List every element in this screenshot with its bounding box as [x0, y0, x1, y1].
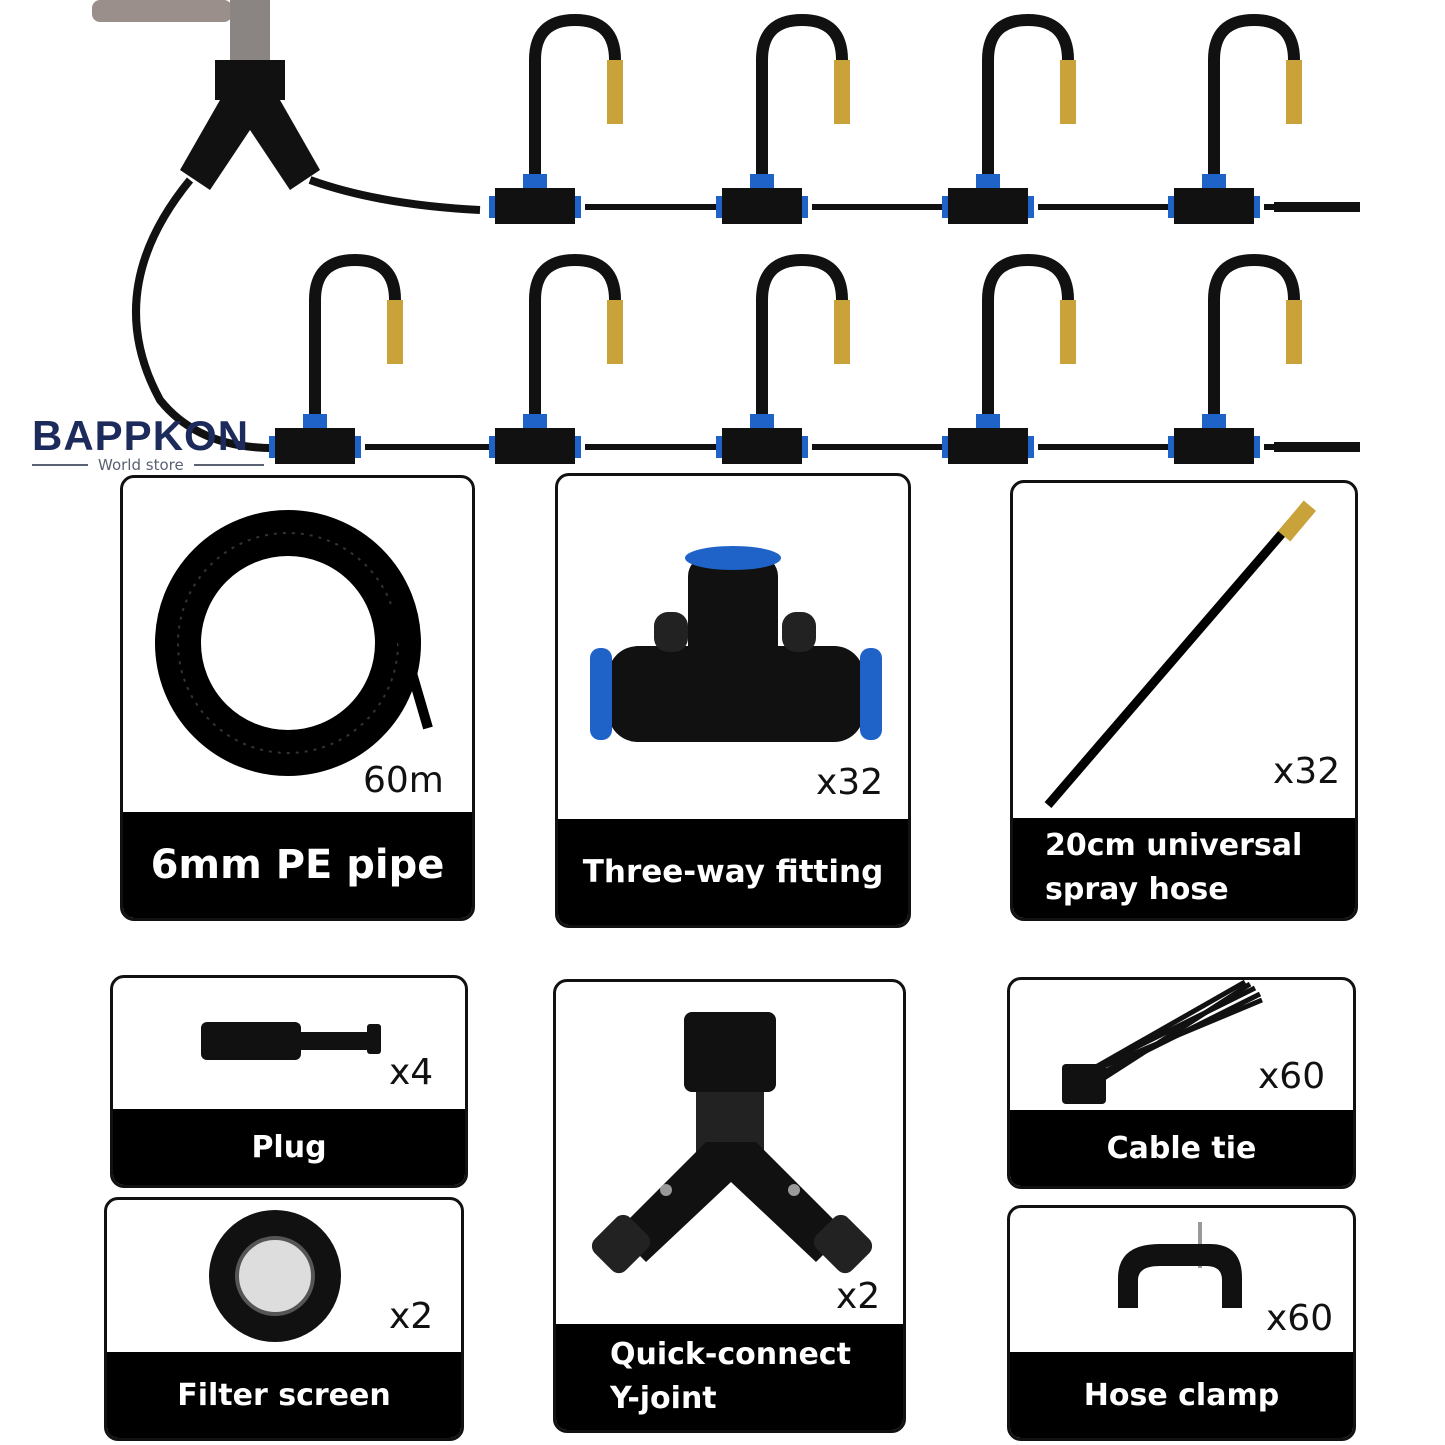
tee-fitting: [1174, 188, 1254, 224]
item-quantity: x4: [389, 1052, 434, 1093]
item-label: Hose clamp: [1010, 1352, 1353, 1438]
plug-icon: [201, 1022, 381, 1060]
item-card-spray-hose: x32 20cm universal spray hose: [1010, 480, 1358, 921]
tee-fitting: [722, 428, 802, 464]
brass-nozzle: [1286, 300, 1302, 364]
brass-nozzle: [1060, 60, 1076, 124]
item-quantity: x32: [1273, 751, 1341, 792]
brass-nozzle: [1286, 60, 1302, 124]
misting-system-diagram: [92, 0, 1360, 464]
item-label: Filter screen: [107, 1352, 461, 1438]
item-card-pe-pipe: 60m 6mm PE pipe: [120, 475, 475, 921]
spray-hose-icon: [1044, 500, 1316, 808]
filter-screen-icon: [209, 1210, 341, 1342]
item-card-cable-tie: x60 Cable tie: [1007, 977, 1356, 1189]
y-joint-icon: [591, 1012, 873, 1274]
spray-hose: [1208, 13, 1300, 180]
brand-logo: BAPPKON World store: [32, 414, 264, 474]
item-label: 6mm PE pipe: [123, 812, 472, 918]
spray-hose: [756, 13, 848, 180]
end-plug: [1274, 202, 1360, 212]
spray-hose: [982, 253, 1074, 420]
brass-nozzle: [387, 300, 403, 364]
spray-hose: [309, 253, 401, 420]
item-card-plug: x4 Plug: [110, 975, 468, 1188]
tee-fitting: [495, 188, 575, 224]
end-plug: [1274, 442, 1360, 452]
item-quantity: 60m: [363, 760, 444, 801]
hose-clamp-icon: [1118, 1222, 1242, 1308]
faucet: [92, 0, 232, 22]
hose-coil-icon: [155, 510, 433, 776]
brass-nozzle: [834, 60, 850, 124]
item-card-three-way: x32 Three-way fitting: [555, 473, 911, 928]
brand-tagline: World store: [96, 456, 186, 474]
tee-fitting: [948, 188, 1028, 224]
tee-fitting: [1174, 428, 1254, 464]
spray-hose: [982, 13, 1074, 180]
item-card-hose-clamp: x60 Hose clamp: [1007, 1205, 1356, 1441]
cable-tie-icon: [1062, 980, 1263, 1104]
item-quantity: x32: [816, 762, 884, 803]
item-card-filter: x2 Filter screen: [104, 1197, 464, 1441]
spray-hose: [529, 13, 621, 180]
faucet-neck: [230, 0, 270, 60]
item-label: 20cm universal spray hose: [1013, 818, 1355, 918]
brass-nozzle: [607, 300, 623, 364]
tee-fitting: [722, 188, 802, 224]
item-quantity: x2: [389, 1296, 434, 1337]
item-label: Cable tie: [1010, 1110, 1353, 1186]
spray-hose: [756, 253, 848, 420]
brass-nozzle: [1060, 300, 1076, 364]
item-quantity: x60: [1258, 1056, 1326, 1097]
spray-hose: [529, 253, 621, 420]
tee-fitting-icon: [590, 546, 882, 742]
item-quantity: x2: [836, 1276, 881, 1317]
brass-nozzle: [607, 60, 623, 124]
item-label: Quick-connect Y-joint: [556, 1324, 903, 1430]
brand-name: BAPPKON: [32, 412, 250, 459]
item-label: Three-way fitting: [558, 819, 908, 925]
item-label: Plug: [113, 1109, 465, 1185]
tee-fitting: [948, 428, 1028, 464]
brass-nozzle: [834, 300, 850, 364]
item-quantity: x60: [1266, 1298, 1334, 1339]
item-card-y-joint: x2 Quick-connect Y-joint: [553, 979, 906, 1433]
tee-fitting: [495, 428, 575, 464]
tee-fitting: [275, 428, 355, 464]
spray-hose: [1208, 253, 1300, 420]
